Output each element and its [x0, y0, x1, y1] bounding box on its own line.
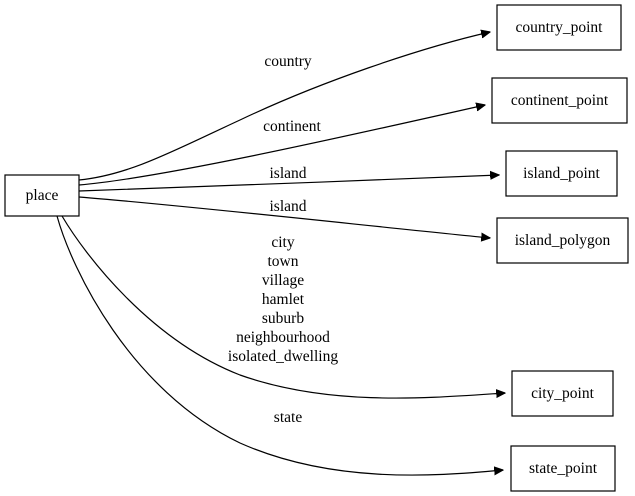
node-box-island_polygon[interactable]: [496, 217, 629, 264]
node-label-country_point: country_point: [516, 19, 604, 36]
node-label-island_polygon: island_polygon: [515, 232, 611, 249]
node-box-place[interactable]: [4, 174, 80, 217]
node-label-continent_point: continent_point: [511, 92, 609, 109]
edge-label-line: neighbourhood: [236, 329, 330, 346]
edge-place-island_polygon: [78, 196, 490, 238]
node-label-state_point: state_point: [529, 460, 598, 477]
edge-place-country_point: [78, 32, 490, 181]
edge-label-edge-place-country_point: country: [264, 53, 312, 70]
edge-place-island_point: [78, 175, 499, 192]
node-island_polygon[interactable]: island_polygon: [496, 217, 629, 264]
edge-label-line: city: [271, 234, 294, 251]
node-continent_point[interactable]: continent_point: [491, 77, 628, 124]
edge-label-line: suburb: [262, 310, 304, 327]
node-box-state_point[interactable]: [510, 445, 616, 492]
node-state_point[interactable]: state_point: [510, 445, 616, 492]
edge-label-line: town: [268, 253, 299, 270]
node-label-island_point: island_point: [523, 165, 600, 182]
edge-labels-layer: country continent island island city town vill…: [228, 53, 338, 426]
edge-label-edge-place-state_point: state: [274, 409, 303, 426]
node-island_point[interactable]: island_point: [505, 150, 618, 197]
node-country_point[interactable]: country_point: [496, 4, 622, 51]
edge-label-edge-place-island_polygon: island: [269, 198, 306, 215]
edge-place-continent_point: [78, 105, 485, 186]
node-label-place: place: [26, 187, 59, 204]
edge-label-line: isolated_dwelling: [228, 348, 338, 365]
edge-label-line: hamlet: [262, 291, 305, 308]
nodes-layer: place country_point continent_point island_…: [4, 4, 629, 492]
node-box-island_point[interactable]: [505, 150, 618, 197]
node-box-city_point[interactable]: [511, 370, 614, 417]
edge-label-edge-place-city_point: city town village hamlet suburb neighbourhood…: [228, 234, 338, 365]
edge-label-line: village: [262, 272, 304, 289]
edges-layer: [56, 32, 505, 476]
edge-place-city_point: [61, 215, 505, 399]
node-label-city_point: city_point: [531, 385, 595, 402]
edge-place-state_point: [56, 215, 503, 476]
node-place[interactable]: place: [4, 174, 80, 217]
node-box-country_point[interactable]: [496, 4, 622, 51]
node-box-continent_point[interactable]: [491, 77, 628, 124]
edge-label-edge-place-continent_point: continent: [263, 118, 321, 135]
edge-label-edge-place-island_point: island: [269, 165, 306, 182]
node-city_point[interactable]: city_point: [511, 370, 614, 417]
